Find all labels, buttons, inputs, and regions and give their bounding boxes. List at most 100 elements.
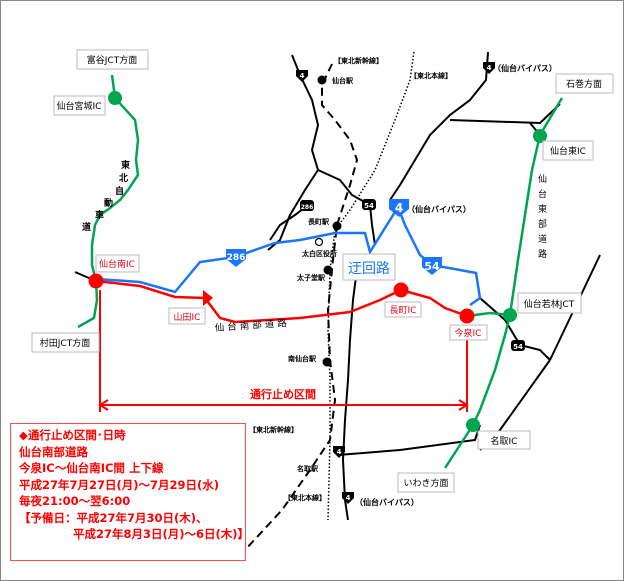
shinkansen-label-top: 【東北新幹線】 [334,56,383,65]
svg-text:名取IC: 名取IC [491,435,518,447]
svg-text:仙台南IC: 仙台南IC [99,258,135,270]
iwaki-label: いわき方面 [397,472,455,493]
svg-text:いわき方面: いわき方面 [403,477,448,489]
road-south [337,424,481,456]
svg-text:長町IC: 長町IC [390,305,417,316]
tomiya-jct-label: 富谷JCT方面 [76,49,149,70]
bypass-label-top: （仙台バイパス） [493,63,557,73]
sendai-miyagi-ic-label: 仙台宮城IC [53,95,106,116]
nagamachi-station-label: 長町駅 [308,217,330,226]
taihaku-ward-office-label: 太白区役所 [302,249,337,258]
ward-office-icon [314,237,324,247]
honsen-label-bottom: 【東北本線】 [284,493,326,502]
closure-arrow [98,399,469,411]
svg-text:54: 54 [513,343,523,351]
info-section: 今泉IC～仙台南IC間 上下線 [19,461,164,475]
yamada-ic-marker [203,290,213,306]
svg-text:富谷JCT方面: 富谷JCT方面 [87,54,137,66]
nagamachi-ic-marker [393,282,409,298]
svg-text:286: 286 [301,204,314,211]
taishido-station-label: 太子堂駅 [297,273,326,282]
svg-text:村田JCT方面: 村田JCT方面 [40,337,90,349]
svg-text:4: 4 [300,72,305,80]
svg-text:路: 路 [538,248,547,260]
sendai-minami-ic-marker [88,273,104,289]
info-dates: 平成27年7月27日(月)～7月29日(水) [19,477,220,492]
yamada-ic-label: 山田IC [168,307,206,325]
route4-shield-blue: 4 [389,199,409,217]
svg-text:286: 286 [227,253,246,263]
sendai-toubu-road-label: 仙 台 東 部 道 路 [538,173,547,260]
svg-text:4: 4 [487,64,492,72]
closure-route [95,279,468,324]
svg-text:台: 台 [538,188,547,200]
svg-text:54: 54 [364,202,374,210]
detour-label: 迂回路 [342,253,396,281]
shinkansen-label-bottom: 【東北新幹線】 [249,425,298,434]
svg-text:迂回路: 迂回路 [348,261,390,277]
route54-shield-south: 54 [511,340,525,351]
info-heading: ◆通行止め区間･日時 [19,428,126,442]
svg-text:仙: 仙 [538,173,547,185]
svg-text:54: 54 [424,260,440,273]
sendai-nanbu-road-label: 仙 台 南 部 道 路 [214,317,287,334]
sendai-wakabayashi-jct-label: 仙台若林JCT [517,292,582,314]
sendai-miyagi-ic-marker [108,91,122,105]
natori-station-label: 名取駅 [297,464,319,473]
road-north-bypass [389,51,489,201]
info-road: 仙台南部道路 [19,444,88,459]
route54-shield-black: 54 [362,199,376,210]
svg-text:東: 東 [538,203,547,215]
tohoku-expressway-label: 東 北 自 動 車 道 [82,159,130,233]
route286-shield-black: 286 [300,200,314,211]
svg-text:4: 4 [337,448,342,456]
bypass-label-mid: （仙台バイパス） [407,204,471,214]
nagamachi-ic-label: 長町IC [384,301,422,318]
route4-shield-south: 4 [333,446,345,458]
svg-text:仙台東IC: 仙台東IC [550,145,586,157]
detour-route [95,204,482,307]
svg-text:4: 4 [395,201,403,215]
svg-text:道: 道 [82,221,91,233]
route4-shield-bypass: 4 [483,62,495,74]
murata-jct-label: 村田JCT方面 [31,332,100,353]
svg-text:北: 北 [119,172,128,184]
closure-section-label: 通行止め区間 [250,387,316,401]
svg-text:車: 車 [95,209,104,221]
info-reserve-1: 【予備日：平成27年7月30日(木)、 [19,510,208,525]
route54-shield-blue: 54 [422,257,442,275]
svg-text:東: 東 [121,159,130,171]
railway-shinkansen [244,63,359,551]
station-nagamachi [332,221,342,231]
ishinomaki-label: 石巻方面 [555,73,614,94]
route4-shield-top: 4 [296,70,308,82]
svg-text:今泉IC: 今泉IC [455,327,482,339]
sendai-higashi-ic-marker [533,129,547,143]
imaizumi-ic-marker [459,308,475,324]
svg-text:道: 道 [538,233,547,245]
minami-sendai-station-label: 南仙台駅 [288,354,317,363]
svg-text:仙台若林JCT: 仙台若林JCT [524,298,575,310]
svg-text:自: 自 [115,185,124,197]
svg-text:石巻方面: 石巻方面 [566,78,602,90]
svg-text:仙台宮城IC: 仙台宮城IC [57,100,102,112]
svg-text:山田IC: 山田IC [174,312,201,323]
road-route4 [267,54,376,251]
honsen-label-top: 【東北本線】 [410,71,452,80]
route286-shield-blue: 286 [226,249,246,267]
bypass-label-bottom: （仙台バイパス） [355,497,419,507]
station-sendai [317,75,327,85]
sendai-minami-ic-label: 仙台南IC [95,254,140,273]
sendai-higashi-ic-label: 仙台東IC [542,140,594,161]
station-minami-sendai [322,357,332,367]
info-hours: 毎夜21:00～翌6:00 [19,494,131,508]
route4-shield-bottom: 4 [342,492,354,504]
station-taishido [323,265,333,275]
svg-text:4: 4 [346,494,351,502]
natori-ic-marker [466,418,480,432]
natori-ic-label: 名取IC [477,430,531,450]
closure-info-box: ◆通行止め区間･日時 仙台南部道路 今泉IC～仙台南IC間 上下線 平成27年7… [10,423,250,561]
info-reserve-2: 平成27年8月3日(月)～6日(木)】 [73,527,250,541]
svg-text:動: 動 [104,197,113,209]
